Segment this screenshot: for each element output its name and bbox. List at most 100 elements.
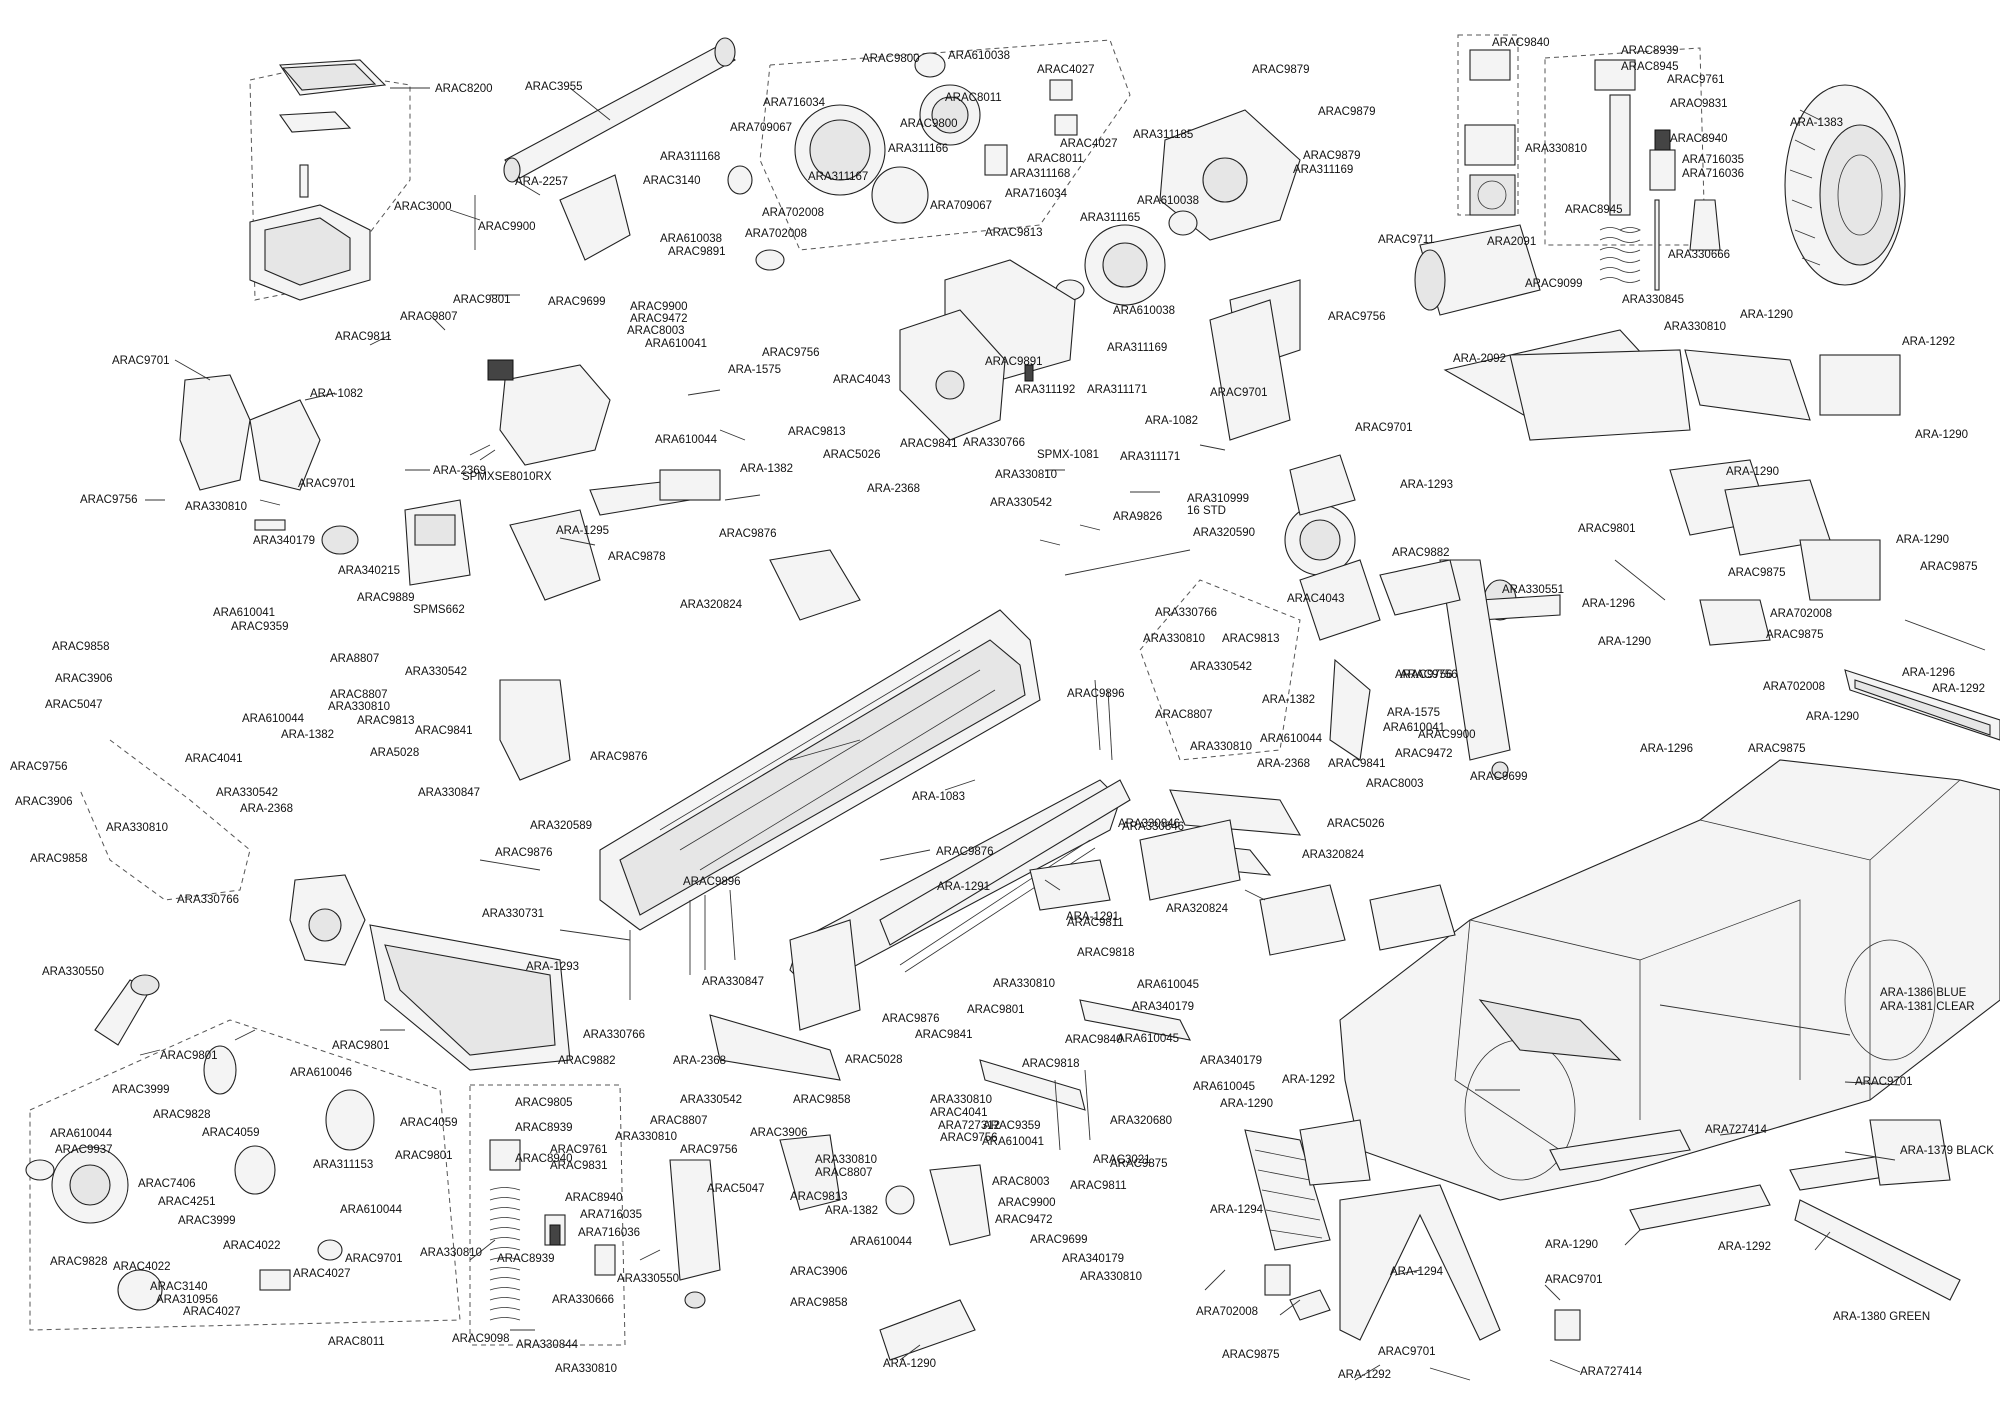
label: ARAC9841 (415, 725, 473, 737)
label: ARA610045 (1117, 1033, 1179, 1045)
rear-hub-part (779, 1134, 991, 1246)
label: ARA340179 (1200, 1055, 1262, 1067)
label: ARA-1292 (1902, 336, 1955, 348)
label: ARA330550 (617, 1273, 679, 1285)
label: ARA340179 (1132, 1001, 1194, 1013)
label: ARA330810 (815, 1154, 877, 1166)
label: ARAC9701 (1355, 422, 1413, 434)
label: ARA-2092 (1453, 353, 1506, 365)
label: ARAC9875 (1110, 1158, 1168, 1170)
label: ARA330810 (1190, 741, 1252, 753)
label: ARAC9701 (298, 478, 356, 490)
label: ARAC9756 (10, 761, 68, 773)
main-chassis-part (499, 549, 1041, 931)
label: ARAC9841 (1328, 758, 1386, 770)
label: ARAC3999 (112, 1084, 170, 1096)
label: ARAC8807 (650, 1115, 708, 1127)
label: ARA330766 (583, 1029, 645, 1041)
label: ARAC9876 (882, 1013, 940, 1025)
label: ARAC9801 (395, 1150, 453, 1162)
label: ARA-1381 CLEAR (1880, 1001, 1975, 1013)
label: SPMXSE8010RX (462, 471, 552, 483)
label: ARAC5026 (823, 449, 881, 461)
label: ARAC8940 (565, 1192, 623, 1204)
diff-front-outline (1139, 579, 1301, 761)
label: ARAC9701 (1210, 387, 1268, 399)
label: ARA330766 (963, 437, 1025, 449)
side-rail-part (789, 779, 1131, 1031)
label: ARAC4043 (833, 374, 891, 386)
label: ARA330810 (420, 1247, 482, 1259)
label: ARA727414 (1705, 1124, 1768, 1136)
label: ARA-1294 (1390, 1266, 1444, 1278)
label: ARAC8940 (515, 1153, 573, 1165)
label: ARA716036 (578, 1227, 640, 1239)
label: ARA-1382 (1262, 694, 1315, 706)
label: ARA610038 (660, 233, 722, 245)
label: ARA330542 (680, 1094, 742, 1106)
label: ARAC5028 (845, 1054, 903, 1066)
label: ARA-1292 (1718, 1241, 1771, 1253)
label: ARAC9828 (153, 1109, 211, 1121)
label: ARAC3906 (55, 673, 113, 685)
label: ARA610045 (1137, 979, 1199, 991)
label: ARA320824 (1302, 849, 1365, 861)
label: ARA702008 (745, 228, 807, 240)
label: ARA-2369 (433, 465, 486, 477)
label: ARA610038 (1113, 305, 1175, 317)
label: ARAC4251 (158, 1196, 216, 1208)
label: ARAC9813 (985, 227, 1043, 239)
label: ARA-1294 (1210, 1204, 1264, 1216)
label: ARA702008 (1770, 608, 1832, 620)
label: ARAC9756 (1400, 669, 1458, 681)
label: ARAC9701 (1855, 1076, 1913, 1088)
label: ARAC9805 (515, 1097, 573, 1109)
steering-link-part (979, 999, 1191, 1111)
label: ARAC9813 (357, 715, 415, 727)
label: ARAC9875 (1222, 1349, 1280, 1361)
label: ARAC9896 (683, 876, 741, 888)
label: ARA330551 (1502, 584, 1564, 596)
label: ARAC9472 (995, 1214, 1053, 1226)
label: ARAC9811 (335, 331, 392, 343)
label: ARAC9858 (30, 853, 88, 865)
label: ARAC9858 (793, 1094, 851, 1106)
label: ARAC9756 (940, 1132, 998, 1144)
label: ARA330766 (1155, 607, 1217, 619)
label: ARA311166 (888, 143, 948, 155)
rear-bulkhead-part (1329, 579, 1561, 761)
label: ARAC9876 (495, 847, 553, 859)
label: ARA610038 (948, 50, 1010, 62)
label: ARA311185 (1133, 129, 1193, 141)
label: ARAC9711 (1378, 234, 1435, 246)
label: ARAC7406 (138, 1178, 196, 1190)
label: ARA330845 (1622, 294, 1684, 306)
label: ARAC9879 (1303, 150, 1361, 162)
label: ARAC9800 (862, 53, 920, 65)
label: SPMS662 (413, 604, 465, 616)
label: ARA-1296 (1582, 598, 1635, 610)
label: ARA610041 (213, 607, 275, 619)
label: ARAC9801 (160, 1050, 218, 1062)
label: ARA-1295 (556, 525, 609, 537)
label: ARAC8939 (497, 1253, 555, 1265)
label: ARAC9472 (1395, 748, 1453, 760)
label: ARAC9701 (345, 1253, 403, 1265)
label: ARAC9699 (1030, 1234, 1088, 1246)
label: ARAC9756 (1395, 669, 1453, 681)
label: ARA-2368 (240, 803, 293, 815)
label: ARA-1082 (310, 388, 363, 400)
label: ARA-2257 (515, 176, 568, 188)
label: ARA311169 (1107, 342, 1167, 354)
label: ARAC9801 (453, 294, 511, 306)
label: ARAC9098 (452, 1333, 510, 1345)
label: ARAC8945 (1565, 204, 1623, 216)
label: ARAC9896 (1067, 688, 1125, 700)
label: ARA330542 (990, 497, 1052, 509)
pin-parts (474, 195, 1986, 1151)
label: ARA716036 (1682, 168, 1744, 180)
label: ARA320680 (1110, 1115, 1172, 1127)
label: ARAC9699 (1470, 771, 1528, 783)
label: ARAC9889 (357, 592, 415, 604)
label: ARA702008 (1196, 1306, 1258, 1318)
